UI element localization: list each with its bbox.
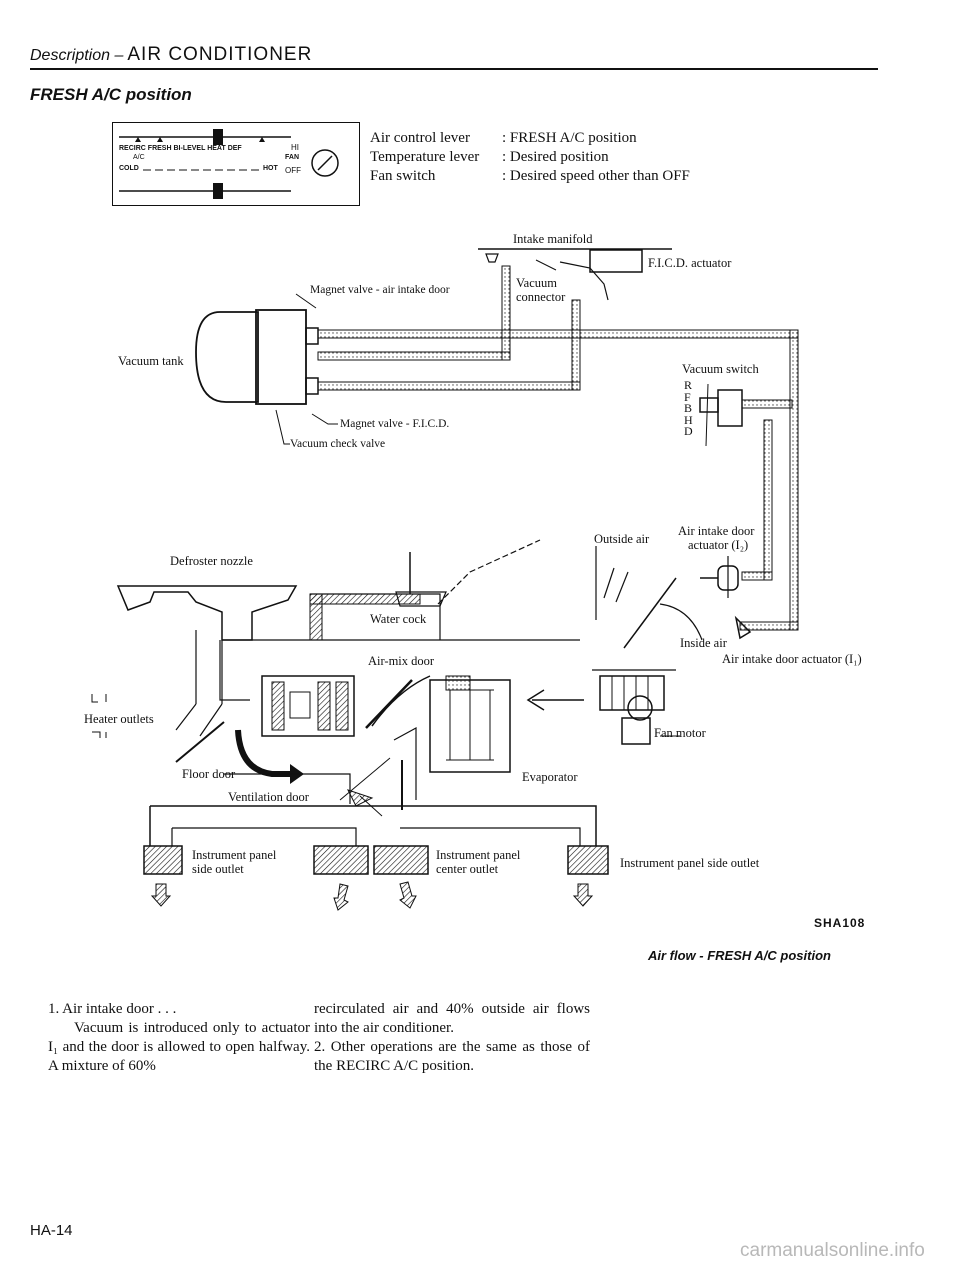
mode-heat: HEAT (207, 145, 226, 152)
label-floor-door: Floor door (182, 767, 236, 781)
label-vacuum-connector-1: Vacuum (516, 276, 557, 290)
label-ip-side-outlet-2: side outlet (192, 862, 244, 876)
control-panel-hot: HOT (263, 165, 278, 172)
switch-pos-r: R (684, 378, 693, 392)
label-ip-side-outlet-1: Instrument panel (192, 848, 277, 862)
label-ip-center-outlet-1: Instrument panel (436, 848, 521, 862)
control-panel-fan-off: OFF (285, 166, 301, 175)
switch-pos-d: D (684, 424, 693, 438)
label-magnet-valve-air: Magnet valve - air intake door (310, 284, 450, 296)
label-vacuum-tank: Vacuum tank (118, 354, 184, 368)
setting-value: : Desired position (502, 149, 609, 165)
control-panel-fan-hi: HI (291, 143, 299, 152)
setting-item: Fan switch (370, 168, 436, 184)
switch-pos-b: B (684, 401, 693, 415)
switch-pos-f: F (684, 389, 691, 404)
setting-item: Temperature lever (370, 149, 480, 165)
label-ficd-actuator: F.I.C.D. actuator (648, 256, 732, 270)
switch-pos-h: H (684, 412, 693, 427)
page-number: HA-14 (30, 1222, 73, 1239)
body-col2-paragraph-2: 2. Other operations are the same as thos… (314, 1039, 590, 1074)
page-header: Description – AIR CONDITIONER (30, 44, 312, 66)
label-water-cock: Water cock (370, 612, 427, 626)
setting-value: : FRESH A/C position (502, 130, 637, 146)
figure-code: SHA108 (814, 916, 866, 930)
control-panel-ac: A/C (133, 154, 145, 161)
body-col1-paragraph: Vacuum is introduced only to actuator I₁… (48, 1020, 310, 1074)
label-air-intake-door-i1: Air intake door actuator (I₁) (722, 652, 862, 666)
label-ip-center-outlet-2: center outlet (436, 862, 499, 876)
label-evaporator: Evaporator (522, 770, 578, 784)
control-panel-fan: FAN (285, 154, 299, 161)
header-title: AIR CONDITIONER (127, 44, 313, 65)
label-inside-air: Inside air (680, 636, 727, 650)
setting-item: Air control lever (370, 130, 470, 146)
label-magnet-valve-ficd: Magnet valve - F.I.C.D. (340, 418, 450, 430)
header-rule (30, 68, 878, 70)
label-air-intake-door-i2-1: Air intake door (678, 524, 755, 538)
header-description: Description – (30, 47, 124, 64)
control-panel-cold: COLD (119, 165, 139, 172)
control-panel-svg (119, 129, 339, 199)
setting-row-3: Fan switch : Desired speed other than OFF (370, 167, 690, 186)
setting-row-2: Temperature lever : Desired position (370, 148, 690, 167)
label-air-intake-door-i2-2: actuator (I₂) (688, 538, 749, 552)
label-defroster-nozzle: Defroster nozzle (170, 554, 253, 568)
figure-caption: Air flow - FRESH A/C position (648, 948, 831, 963)
label-air-mix-door: Air-mix door (368, 654, 435, 668)
vacuum-switch-positions: R F B H D (684, 378, 693, 438)
label-vacuum-connector-2: connector (516, 290, 566, 304)
label-heater-outlets: Heater outlets (84, 712, 154, 726)
control-panel-illustration: RECIRC FRESH BI-LEVEL HEAT DEF A/C COLD … (112, 122, 360, 206)
label-ip-side-outlet-right: Instrument panel side outlet (620, 856, 760, 870)
setting-value: : Desired speed other than OFF (502, 168, 690, 184)
body-col2-paragraph-1: recirculated air and 40% outside air flo… (314, 1001, 590, 1036)
control-panel-modes: RECIRC FRESH BI-LEVEL HEAT DEF (119, 145, 242, 152)
label-vacuum-check-valve: Vacuum check valve (290, 438, 386, 450)
mode-recirc: RECIRC (119, 145, 146, 152)
label-outside-air: Outside air (594, 532, 650, 546)
setting-row-1: Air control lever : FRESH A/C position (370, 129, 690, 148)
settings-list: Air control lever : FRESH A/C position Te… (370, 129, 690, 186)
body-col1-heading: 1. Air intake door . . . (48, 1001, 177, 1017)
mode-fresh: FRESH (147, 145, 172, 152)
section-title: FRESH A/C position (30, 85, 192, 104)
watermark: carmanualsonline.info (740, 1240, 925, 1261)
label-vacuum-switch: Vacuum switch (682, 362, 759, 376)
label-fan-motor: Fan motor (654, 726, 706, 740)
mode-def: DEF (227, 145, 242, 152)
mode-bilevel: BI-LEVEL (173, 145, 206, 152)
label-intake-manifold: Intake manifold (513, 232, 593, 246)
label-ventilation-door: Ventilation door (228, 790, 309, 804)
